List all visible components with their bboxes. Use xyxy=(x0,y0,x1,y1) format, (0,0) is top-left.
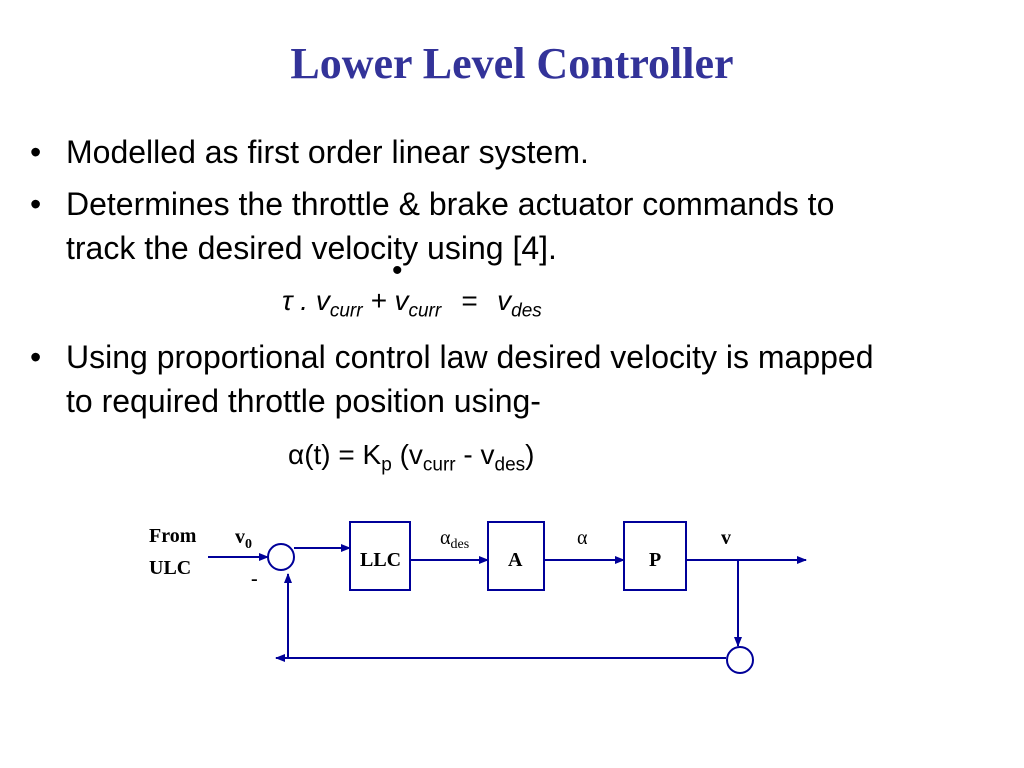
eq-subscript: p xyxy=(381,454,392,476)
eq-operator: = xyxy=(460,285,478,316)
eq-term: - v xyxy=(463,439,495,470)
feedback-junction xyxy=(726,646,754,674)
equation-first-order: τ . vcurr + vcurr = vdes xyxy=(282,285,542,323)
eq-subscript: curr xyxy=(422,454,456,476)
a-label: A xyxy=(508,549,523,571)
bullet-text-line-1: Determines the throttle & brake actuator… xyxy=(66,186,835,222)
eq-lhs: α(t) = K xyxy=(288,439,382,470)
equation-control-law: α(t) = Kp (vcurr - vdes) xyxy=(288,439,534,477)
slide-title: Lower Level Controller xyxy=(290,39,734,88)
bullet-text-line-1: Using proportional control law desired v… xyxy=(66,339,874,375)
bullet-text: Modelled as first order linear system. xyxy=(66,134,589,170)
tau-symbol: τ . xyxy=(282,285,309,316)
input-label-from: From xyxy=(149,525,197,547)
eq-term: (v xyxy=(399,439,423,470)
bullet-marker: • xyxy=(30,186,42,222)
eq-term: ) xyxy=(525,439,535,470)
p-label: P xyxy=(649,549,661,571)
plant-block xyxy=(623,521,687,591)
summing-junction xyxy=(267,543,295,571)
eq-term: v xyxy=(497,285,512,316)
input-label-ulc: ULC xyxy=(149,557,191,579)
alpha-label: α xyxy=(577,527,588,549)
eq-subscript: curr xyxy=(408,300,442,322)
bullet-text-line-2: to required throttle position using- xyxy=(66,383,541,419)
eq-subscript: des xyxy=(511,300,542,322)
eq-subscript: des xyxy=(494,454,526,476)
bullet-marker: • xyxy=(30,339,42,375)
eq-term: v xyxy=(315,285,330,316)
bullet-marker: • xyxy=(30,134,42,170)
eq-operator: + xyxy=(370,285,387,316)
llc-label: LLC xyxy=(360,549,401,571)
output-v-label: v xyxy=(721,527,731,549)
eq-subscript: curr xyxy=(329,300,363,322)
llc-block xyxy=(349,521,411,591)
v0-label: v0 xyxy=(235,526,252,552)
bullet-text-line-2: track the desired velocity using [4]. xyxy=(66,230,557,266)
eq-term: v xyxy=(394,285,409,316)
derivative-dot: • xyxy=(392,254,403,287)
minus-sign: - xyxy=(251,568,258,590)
actuator-block xyxy=(487,521,545,591)
alpha-des-label: αdes xyxy=(440,527,469,552)
